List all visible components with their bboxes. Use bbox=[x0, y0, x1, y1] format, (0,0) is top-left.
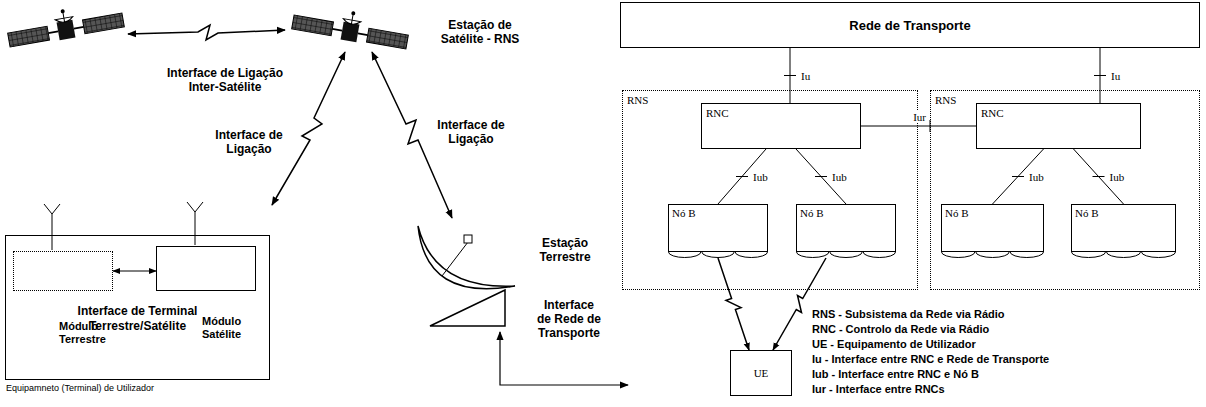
node-text: Módulo Satélite bbox=[157, 315, 255, 341]
antenna-symbol bbox=[187, 202, 203, 245]
abbreviation-note: RNC - Controlo da Rede via Rádio bbox=[812, 323, 989, 336]
node-b-frame bbox=[669, 205, 768, 252]
station-label: Estação de Satélite - RNS bbox=[430, 18, 530, 46]
link-label: Interface de Rede de Transporte bbox=[536, 298, 602, 340]
node-text: RNS bbox=[627, 94, 648, 106]
abbreviation-note: Iur - Interface entre RNCs bbox=[812, 383, 945, 396]
node-b-box: Nó B bbox=[668, 204, 768, 258]
interface-label: Iur bbox=[912, 111, 927, 123]
controller-box: RNC bbox=[701, 103, 861, 149]
interface-label: Iub bbox=[1109, 171, 1126, 183]
link-label: Interface de Ligação Inter-Satélite bbox=[160, 66, 290, 94]
terminal-box: Interface de Terminal Terrestre/Satélite… bbox=[5, 235, 270, 380]
abbreviation-note: RNS - Subsistema da Rede via Rádio bbox=[812, 308, 1005, 321]
caption-text: Equipamneto (Terminal) de Utilizador bbox=[6, 383, 154, 393]
node-b-frame bbox=[797, 205, 896, 252]
subsystem-region: RNS RNC Nó B Nó B bbox=[622, 90, 918, 290]
interface-label: Iu bbox=[1110, 70, 1121, 82]
connector bbox=[861, 126, 976, 127]
dish-feed bbox=[442, 242, 468, 276]
node-text: RNC bbox=[706, 107, 729, 119]
node-text: Rede de Transporte bbox=[849, 18, 970, 33]
dish-antenna bbox=[418, 226, 515, 289]
dish-stand bbox=[430, 290, 505, 326]
module-box: Módulo Satélite bbox=[156, 246, 256, 291]
interface-tick bbox=[1012, 176, 1024, 177]
node-b-frame bbox=[1072, 205, 1176, 252]
node-b-box: Nó B bbox=[796, 204, 896, 258]
dish-feed bbox=[464, 235, 472, 243]
link-label: Interface de Ligação bbox=[208, 128, 290, 156]
abbreviation-note: Iu - Interface entre RNC e Rede de Trans… bbox=[812, 353, 1049, 366]
station-label: Estação Terrestre bbox=[530, 236, 600, 264]
connector bbox=[718, 258, 749, 350]
node-text: Nó B bbox=[945, 207, 969, 219]
node-text: Nó B bbox=[1075, 207, 1099, 219]
node-b-box: Nó B bbox=[1071, 204, 1176, 258]
abbreviation-note: Iub - Interface entre RNC e Nó B bbox=[812, 368, 979, 381]
link-label: Interface de Ligação bbox=[430, 118, 512, 146]
node-text: RNC bbox=[981, 107, 1004, 119]
subsystem-region: RNS RNC Nó B Nó B bbox=[930, 90, 1200, 290]
node-text: UE bbox=[754, 367, 769, 379]
node-text: RNS bbox=[935, 94, 956, 106]
module-box: Módulo Terrestre bbox=[13, 251, 113, 291]
interface-label: Iub bbox=[752, 171, 769, 183]
satellite-icon bbox=[5, 0, 124, 49]
interface-label: Iub bbox=[1028, 171, 1045, 183]
interface-label: Iub bbox=[831, 171, 848, 183]
connector bbox=[773, 258, 826, 350]
satellite-icon bbox=[291, 1, 410, 51]
abbreviation-note: UE - Equipamento de Utilizador bbox=[812, 338, 976, 351]
interface-tick bbox=[1093, 176, 1105, 177]
connector bbox=[113, 271, 156, 272]
node-b-frame bbox=[942, 205, 1044, 252]
interface-tick bbox=[736, 176, 748, 177]
interface-tick bbox=[815, 176, 827, 177]
controller-box: RNC bbox=[976, 103, 1141, 149]
user-equipment-box: UE bbox=[730, 350, 792, 396]
radio-link bbox=[128, 25, 285, 40]
node-b-box: Nó B bbox=[941, 204, 1044, 258]
network-box: Rede de Transporte bbox=[620, 2, 1200, 48]
radio-link bbox=[372, 52, 452, 218]
node-text: Nó B bbox=[672, 207, 696, 219]
interface-label: Iu bbox=[800, 70, 811, 82]
interface-tick bbox=[784, 75, 796, 76]
interface-tick bbox=[1094, 75, 1106, 76]
node-text: Nó B bbox=[800, 207, 824, 219]
antenna-symbol bbox=[44, 204, 60, 250]
node-text: Módulo Terrestre bbox=[14, 320, 112, 346]
